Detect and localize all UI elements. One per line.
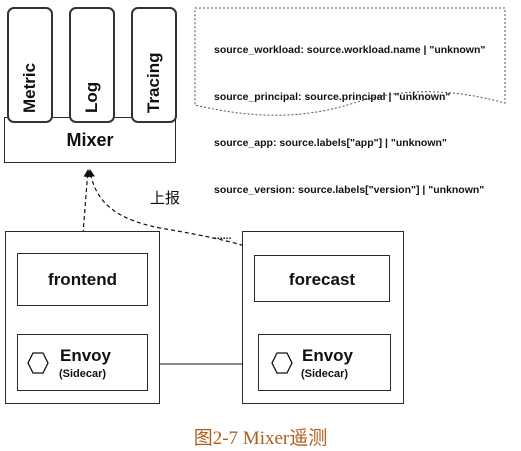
log-adapter: Log: [69, 7, 115, 123]
mixer-box: Mixer: [4, 117, 176, 163]
hexagon-icon: [271, 352, 293, 374]
sidecar-label: (Sidecar): [301, 368, 349, 380]
frontend-label: frontend: [48, 270, 117, 289]
metric-adapter: Metric: [7, 7, 53, 123]
envoy-label: Envoy: [302, 346, 354, 365]
forecast-envoy-box: Envoy (Sidecar): [258, 334, 391, 391]
note-line: source_version: source.labels["version"]…: [214, 183, 485, 196]
sidecar-label: (Sidecar): [59, 368, 107, 380]
forecast-report-arrow: [87, 169, 323, 331]
frontend-envoy-box: Envoy (Sidecar): [17, 334, 148, 391]
mixer-label: Mixer: [66, 130, 114, 150]
tracing-label: Tracing: [144, 52, 163, 113]
frontend-service-box: frontend: [17, 253, 148, 306]
attributes-note-text: source_workload: source.workload.name | …: [214, 12, 485, 260]
report-label: 上报: [150, 191, 181, 207]
log-label: Log: [82, 81, 101, 113]
note-line: ......: [214, 230, 232, 242]
note-line: source_principal: source.principal | "un…: [214, 90, 451, 103]
forecast-label: forecast: [288, 270, 356, 289]
forecast-service-box: forecast: [254, 255, 390, 302]
figure-caption: 图2-7 Mixer遥测: [193, 428, 328, 449]
hexagon-icon: [27, 352, 49, 374]
envoy-label: Envoy: [60, 346, 112, 365]
note-line: source_app: source.labels["app"] | "unkn…: [214, 137, 447, 149]
metric-label: Metric: [20, 62, 39, 113]
tracing-adapter: Tracing: [131, 7, 177, 123]
attributes-note-shape: [194, 7, 506, 116]
note-line: source_workload: source.workload.name | …: [214, 44, 486, 56]
